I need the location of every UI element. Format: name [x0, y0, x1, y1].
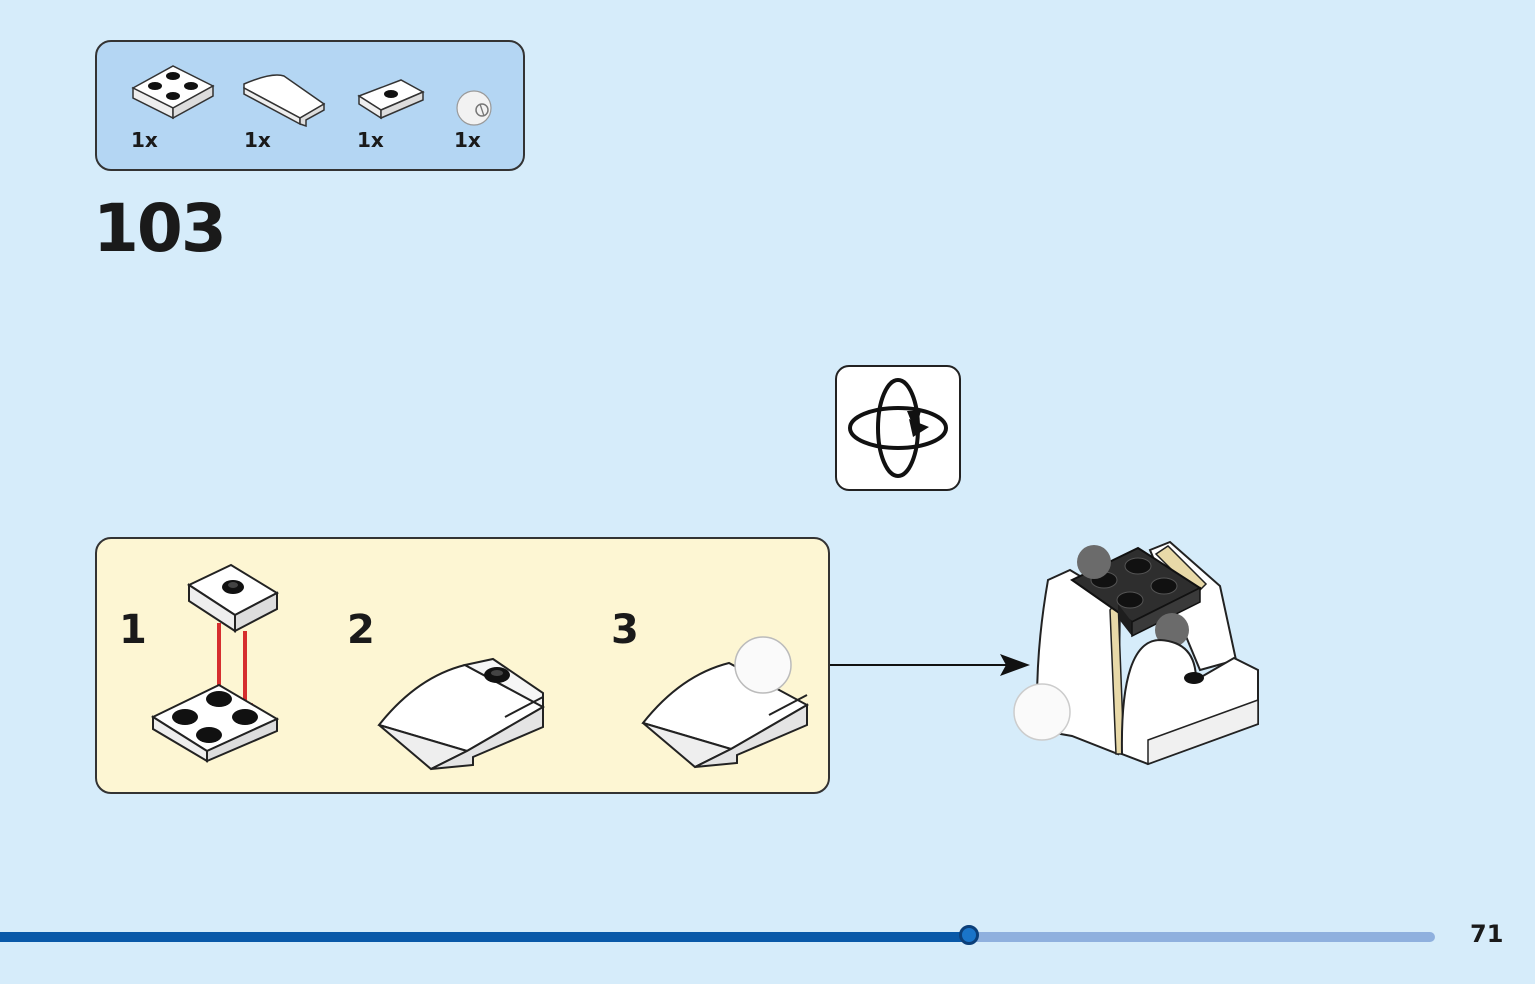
- jumper-plate-icon: [357, 79, 425, 120]
- part-qty: 1x: [454, 128, 481, 152]
- ball-icon: [456, 90, 492, 126]
- part-ball: 1x: [452, 42, 512, 169]
- plate-2x2-icon: [131, 65, 215, 120]
- part-qty: 1x: [357, 128, 384, 152]
- part-plate-2x2: 1x: [129, 42, 219, 169]
- parts-list-box: 1x 1x 1x 1x: [95, 40, 525, 171]
- step-number: 103: [93, 190, 227, 267]
- part-curved-slope: 1x: [242, 42, 332, 169]
- model-illustration: [1013, 540, 1259, 766]
- part-qty: 1x: [131, 128, 158, 152]
- progress-fill: [0, 932, 969, 942]
- rotate-model-icon: [848, 378, 948, 478]
- callout-arrow: [830, 654, 1030, 676]
- progress-knob: [958, 925, 979, 945]
- part-qty: 1x: [244, 128, 271, 152]
- substep-number: 1: [119, 607, 147, 653]
- page-progress-bar: [0, 925, 1435, 945]
- substep-1-illustration: [150, 563, 280, 763]
- subassembly-box: 1 2 3: [95, 537, 830, 794]
- substep-2-illustration: [377, 657, 546, 771]
- substep-number: 3: [611, 607, 639, 653]
- substep-3-illustration: [641, 636, 810, 769]
- substep-number: 2: [347, 607, 375, 653]
- page-number: 71: [1470, 920, 1504, 948]
- curved-slope-icon: [243, 74, 326, 127]
- rotate-model-callout: [835, 365, 961, 491]
- part-jumper-plate: 1x: [355, 42, 435, 169]
